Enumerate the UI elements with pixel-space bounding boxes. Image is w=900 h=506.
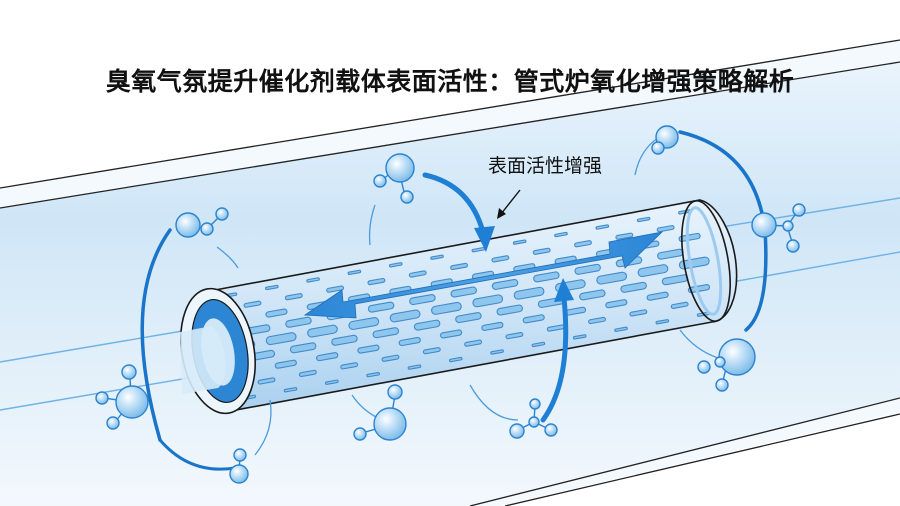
annotation-label: 表面活性增强 [488,155,603,177]
adsorption-arrow-top [422,172,495,252]
molecules [95,125,806,484]
catalyst-carrier-tube [180,199,738,415]
adsorption-arrow-bottom [540,278,574,423]
molecule-bottom-center-right [509,398,558,439]
molecule-left-top [175,207,229,238]
molecule-bottom-center-left [353,384,407,441]
molecule-right-bottom [697,338,756,392]
molecule-top-center [373,153,415,204]
molecule-left-bottom [95,364,149,430]
molecule-top-right [651,125,679,155]
bidirectional-flow-arrow [303,231,664,319]
perforation-slots [223,209,711,401]
page-title: 臭氧气氛提升催化剂载体表面活性：管式炉氧化增强策略解析 [105,67,795,96]
annotation-pointer-arrow [497,189,521,219]
molecule-right [751,203,806,253]
molecule-bottom-left [229,448,249,484]
